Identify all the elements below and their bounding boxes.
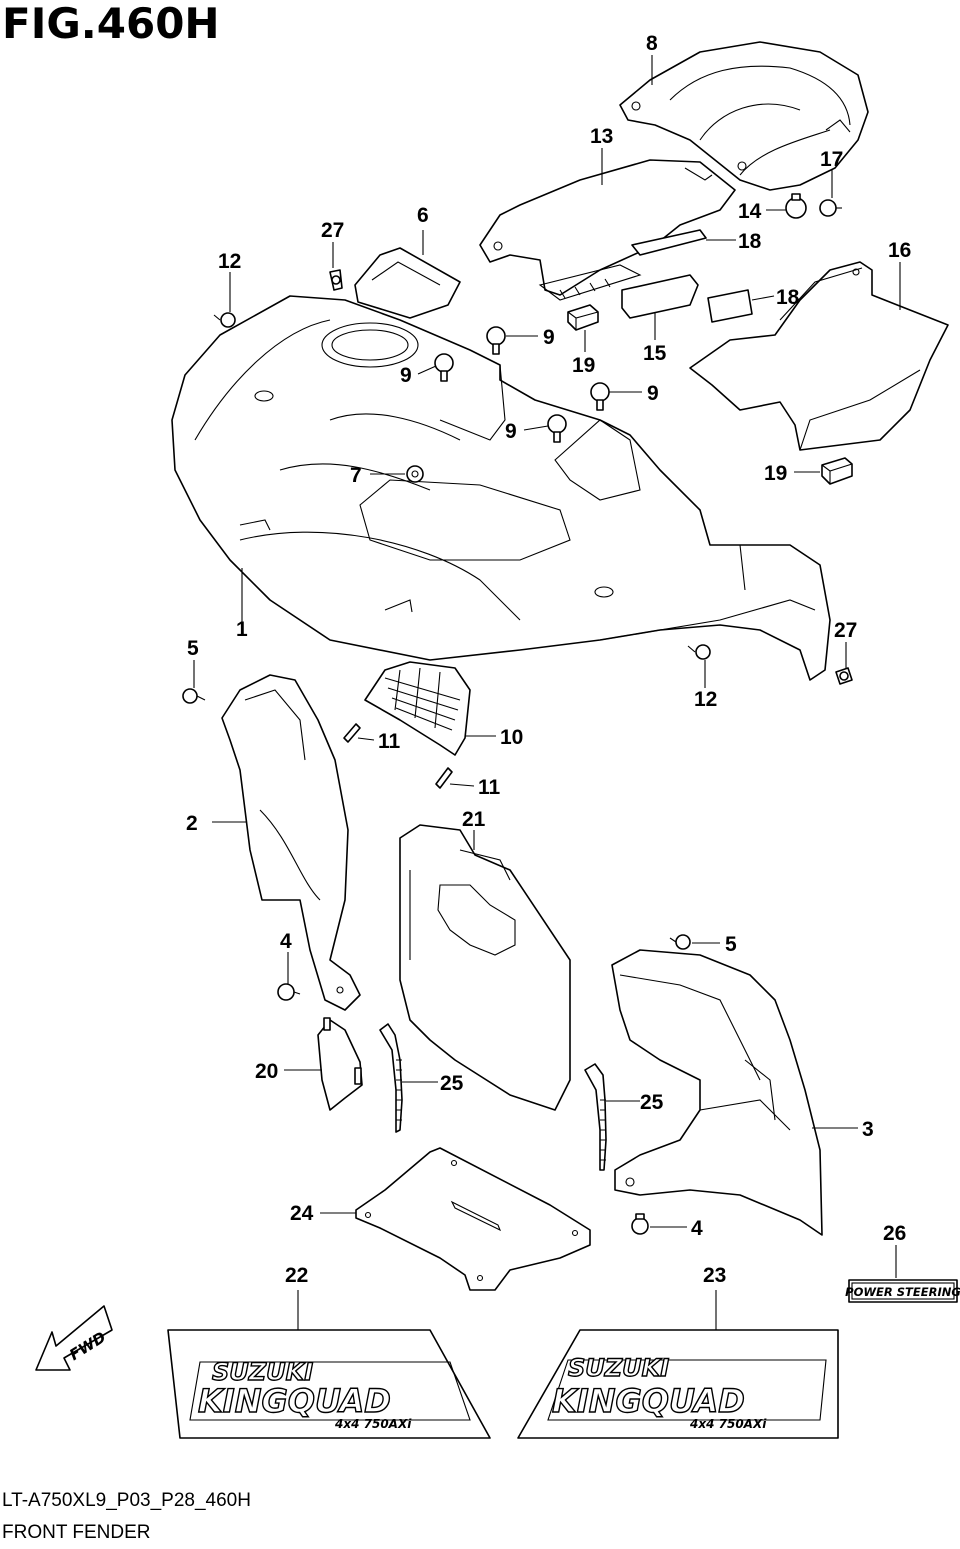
- decal-left-model: KINGQUAD: [198, 1382, 391, 1420]
- fastener-5-a: [182, 688, 206, 704]
- fastener-27-a: [329, 269, 343, 291]
- callout-5-right: 5: [725, 933, 737, 956]
- callout-19-b: 19: [764, 462, 787, 485]
- callout-2: 2: [186, 812, 198, 835]
- figure-title: FIG.460H: [2, 0, 220, 48]
- callout-8: 8: [646, 32, 658, 55]
- decal-right-brand: SUZUKI: [568, 1354, 669, 1382]
- decal-right-model: KINGQUAD: [552, 1382, 745, 1420]
- screw-11-b: [435, 767, 453, 789]
- part-26-power-steering-decal: POWER STEERING: [845, 1279, 960, 1303]
- callout-16: 16: [888, 239, 911, 262]
- callout-4-right: 4: [691, 1217, 703, 1240]
- callout-12-a: 12: [218, 250, 241, 273]
- callout-26: 26: [883, 1222, 906, 1245]
- callout-9-b: 9: [400, 364, 412, 387]
- model-code: LT-A750XL9_P03_P28_460H: [2, 1490, 251, 1511]
- fastener-4-a: [277, 983, 301, 1001]
- callout-13: 13: [590, 125, 613, 148]
- part-25-tie-a: [379, 1023, 403, 1133]
- part-16-side-panel: [689, 261, 949, 451]
- part-3-inner-fender-right: [611, 949, 823, 1236]
- part-22-decal-left: SUZUKI KINGQUAD 4x4 750AXi: [167, 1329, 491, 1439]
- callout-9-d: 9: [505, 420, 517, 443]
- callout-4-left: 4: [280, 930, 292, 953]
- callout-19-a: 19: [572, 354, 595, 377]
- fastener-17: [819, 199, 842, 217]
- fastener-9-b: [434, 353, 454, 382]
- callout-18-b: 18: [776, 286, 800, 309]
- decal-left-brand: SUZUKI: [212, 1358, 313, 1386]
- fastener-5-b: [669, 934, 691, 950]
- part-6-cover: [354, 247, 461, 319]
- callout-7: 7: [350, 464, 362, 487]
- callout-27-a: 27: [321, 219, 344, 242]
- fastener-12-a: [213, 312, 236, 328]
- part-2-inner-fender-left: [221, 674, 361, 1011]
- callout-11-a: 11: [378, 730, 401, 753]
- fastener-4-b: [631, 1213, 649, 1235]
- callout-5-left: 5: [187, 637, 199, 660]
- part-21-under-panel: [399, 824, 571, 1111]
- callout-21: 21: [462, 808, 486, 831]
- fastener-9-a: [486, 326, 506, 355]
- leader-lines: [193, 55, 901, 1330]
- callout-22: 22: [285, 1264, 308, 1287]
- part-23-decal-right: SUZUKI KINGQUAD 4x4 750AXi: [517, 1329, 839, 1439]
- part-15-pad: [621, 274, 699, 319]
- fastener-9-c: [590, 382, 610, 411]
- fastener-9-d: [547, 414, 567, 443]
- callout-18-a: 18: [738, 230, 762, 253]
- part-1-front-fender: [171, 295, 831, 681]
- fastener-7: [406, 465, 424, 483]
- callout-labels: 1 2 3 4 4 5 5 6 7 8 9 9 9 9 10 11 11 12 …: [186, 32, 911, 1287]
- callout-11-b: 11: [478, 776, 501, 799]
- callout-25-b: 25: [640, 1091, 664, 1114]
- fastener-12-b: [687, 644, 711, 660]
- callout-25-a: 25: [440, 1072, 464, 1095]
- callout-15: 15: [643, 342, 667, 365]
- screw-11-a: [343, 723, 361, 743]
- part-8-cover: [619, 41, 869, 191]
- part-20-bracket: [317, 1017, 363, 1111]
- callout-6: 6: [417, 204, 429, 227]
- fwd-arrow-icon: FWD: [35, 1305, 113, 1371]
- decal-right-variant: 4x4 750AXi: [689, 1417, 767, 1431]
- callout-27-b: 27: [834, 619, 857, 642]
- part-18-pad-b: [707, 289, 753, 323]
- callout-3: 3: [862, 1118, 874, 1141]
- fastener-14: [785, 193, 807, 219]
- fastener-27-b: [835, 667, 853, 685]
- callout-9-c: 9: [647, 382, 659, 405]
- callout-9-a: 9: [543, 326, 555, 349]
- section-name: FRONT FENDER: [2, 1522, 150, 1543]
- callout-24: 24: [290, 1202, 314, 1225]
- callout-23: 23: [703, 1264, 726, 1287]
- part-19-cushion-a: [567, 304, 599, 331]
- part-19-cushion-b: [821, 457, 853, 485]
- power-steering-text: POWER STEERING: [845, 1285, 960, 1299]
- part-10-grille: [364, 661, 471, 756]
- callout-17: 17: [820, 148, 843, 171]
- callout-20: 20: [255, 1060, 278, 1083]
- callout-10: 10: [500, 726, 523, 749]
- part-25-tie-b: [584, 1063, 607, 1171]
- callout-12-b: 12: [694, 688, 717, 711]
- part-24-plate: [355, 1147, 591, 1291]
- decal-left-variant: 4x4 750AXi: [334, 1417, 412, 1431]
- part-18-pad-a: [631, 229, 707, 256]
- callout-1: 1: [236, 618, 248, 641]
- part-13-bracket: [479, 159, 736, 301]
- callout-14: 14: [738, 200, 762, 223]
